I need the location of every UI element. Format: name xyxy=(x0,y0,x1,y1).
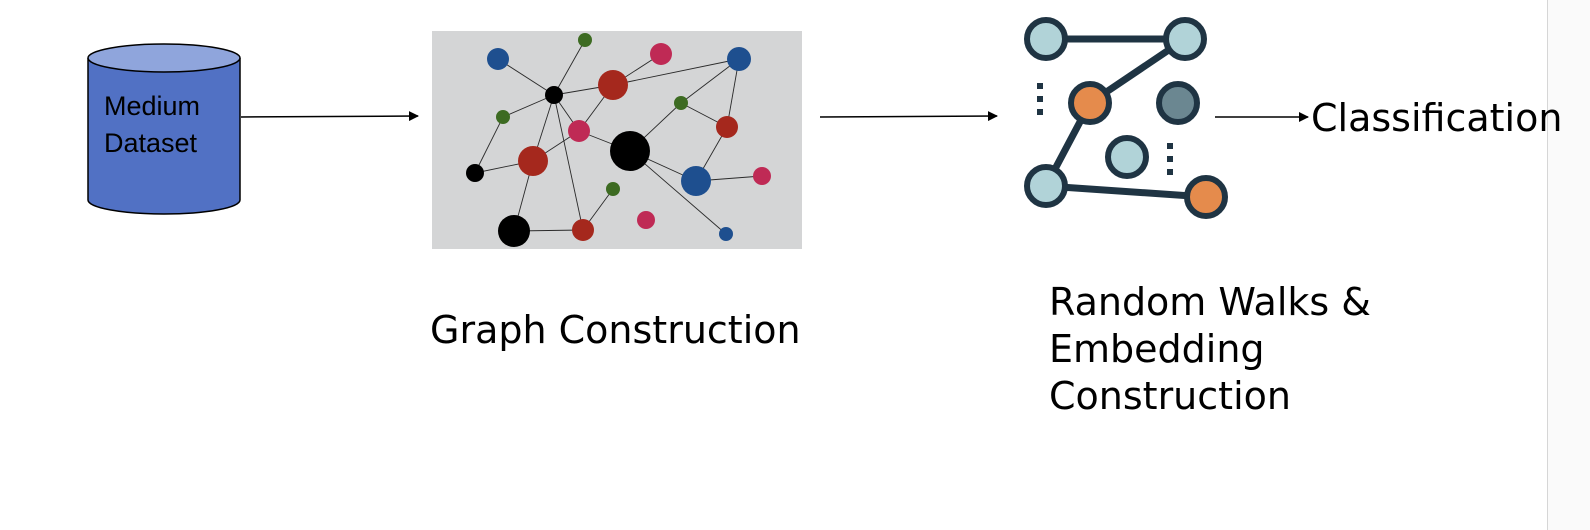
graph-node xyxy=(606,182,620,196)
graph-network-icon xyxy=(432,31,802,249)
ellipsis-dot xyxy=(1167,156,1173,162)
graph-node xyxy=(545,86,563,104)
dataset-label-line2: Dataset xyxy=(104,128,198,158)
graph-node xyxy=(598,70,628,100)
graph-node xyxy=(753,167,771,185)
arrow-dataset-to-graph xyxy=(240,111,419,122)
walk-node xyxy=(1184,175,1228,219)
walk-edge xyxy=(1042,182,1210,201)
graph-edge xyxy=(612,58,740,86)
graph-node xyxy=(498,215,530,247)
graph-node xyxy=(650,43,672,65)
graph-node xyxy=(487,48,509,70)
graph-edge xyxy=(680,58,740,104)
walk-node xyxy=(1163,17,1207,61)
walk-node xyxy=(1024,164,1068,208)
graph-edge xyxy=(553,39,586,96)
graph-node xyxy=(716,116,738,138)
ellipsis-dot xyxy=(1037,109,1043,115)
classification-label: Classification xyxy=(1311,96,1562,140)
graph-node xyxy=(674,96,688,110)
graph-node xyxy=(572,219,594,241)
graph-construction-label: Graph Construction xyxy=(430,308,801,352)
walks-label-line2: Embedding xyxy=(1049,327,1265,371)
graph-node xyxy=(518,146,548,176)
ellipsis-dot xyxy=(1037,96,1043,102)
graph-edge xyxy=(497,58,555,96)
graph-node xyxy=(719,227,733,241)
graph-node xyxy=(727,47,751,71)
graph-node xyxy=(637,211,655,229)
graph-edge xyxy=(553,94,584,231)
walks-label-line1: Random Walks & xyxy=(1049,280,1371,324)
ellipsis-dot xyxy=(1037,83,1043,89)
graph-edge xyxy=(502,94,555,118)
graph-node xyxy=(610,131,650,171)
walk-node xyxy=(1156,81,1200,125)
walk-node xyxy=(1024,17,1068,61)
graph-edge xyxy=(629,150,727,235)
panel-divider xyxy=(1547,0,1548,530)
ellipsis-dot xyxy=(1167,169,1173,175)
graph-node xyxy=(681,166,711,196)
random-walk-graph-icon xyxy=(1024,17,1228,219)
graph-node xyxy=(466,164,484,182)
graph-node xyxy=(578,33,592,47)
graph-edge xyxy=(474,116,504,174)
ellipsis-dot xyxy=(1167,143,1173,149)
arrow-graph-to-walks xyxy=(819,111,998,122)
walks-label-line3: Construction xyxy=(1049,374,1291,418)
walk-node xyxy=(1068,81,1112,125)
walk-node xyxy=(1105,135,1149,179)
graph-node xyxy=(496,110,510,124)
dataset-label-line1: Medium xyxy=(104,91,200,121)
dataset-cylinder-icon: Medium Dataset xyxy=(87,43,241,215)
scroll-area-edge xyxy=(1548,0,1590,530)
graph-node xyxy=(568,120,590,142)
